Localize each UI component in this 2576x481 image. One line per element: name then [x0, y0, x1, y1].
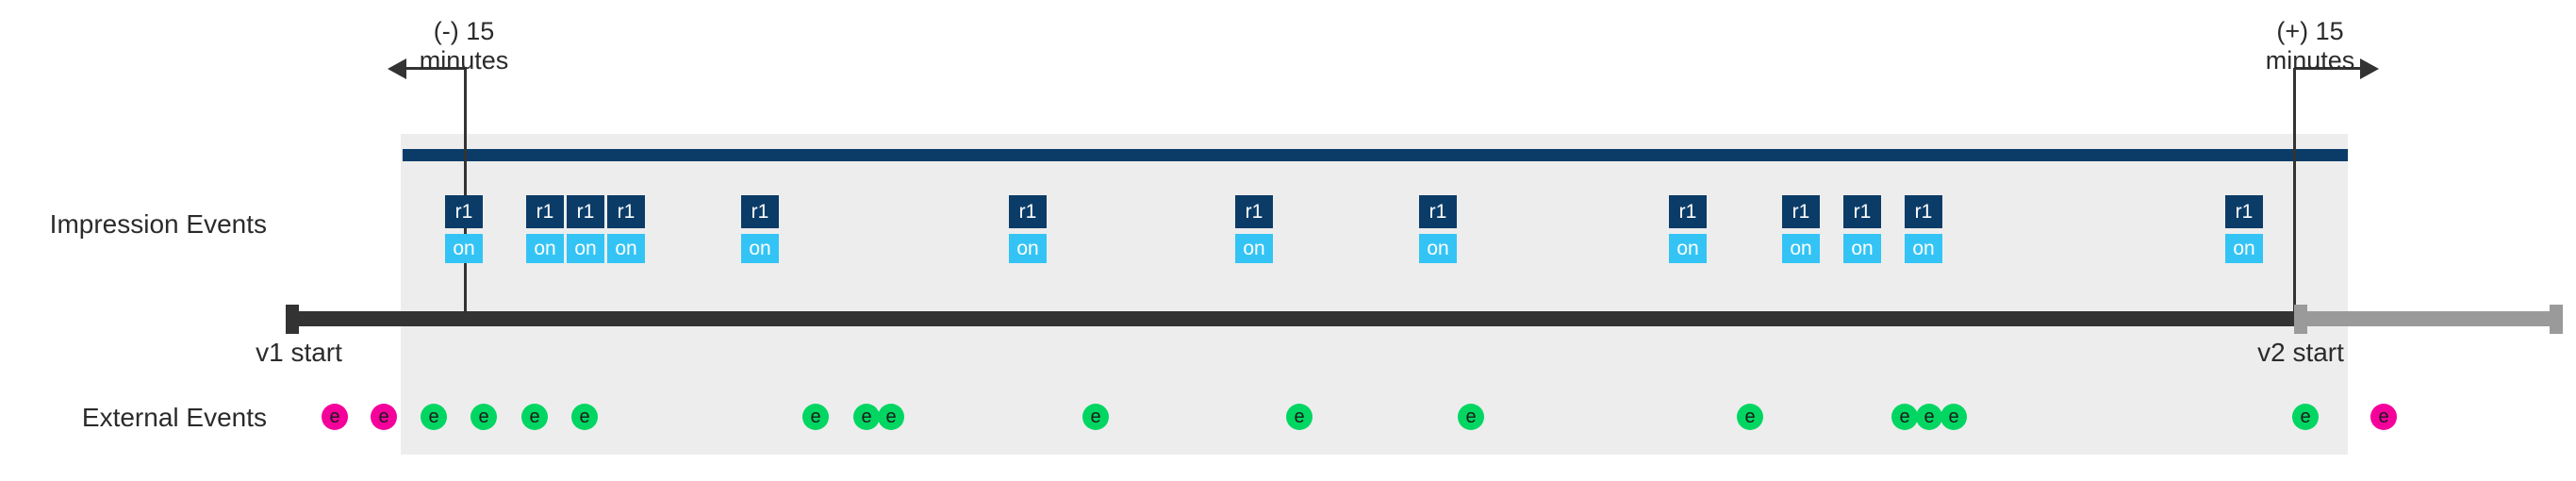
external-event-dot-green[interactable]: e [2292, 404, 2319, 430]
impression-chip-r1[interactable]: r1 [1782, 195, 1820, 228]
impression-chip-r1[interactable]: r1 [526, 195, 564, 228]
external-event-dot-green[interactable]: e [1916, 404, 1942, 430]
impression-chip-r1[interactable]: r1 [1235, 195, 1273, 228]
plus-window-arrow-head-icon [2360, 58, 2379, 79]
impression-chip-on[interactable]: on [741, 234, 779, 263]
external-event-dot-green[interactable]: e [1891, 404, 1918, 430]
plus-window-label: (+) 15 minutes [2265, 17, 2355, 75]
external-event-dot-magenta[interactable]: e [2370, 404, 2397, 430]
external-events-row-label: External Events [81, 403, 267, 432]
impression-chip-r1[interactable]: r1 [1669, 195, 1707, 228]
external-event-dot-magenta[interactable]: e [371, 404, 397, 430]
impression-chip-on[interactable]: on [526, 234, 564, 263]
external-event-dot-green[interactable]: e [1458, 404, 1484, 430]
impression-chip-on[interactable]: on [1905, 234, 1942, 263]
impression-chip-r1[interactable]: r1 [1905, 195, 1942, 228]
minus-window-arrow-head-icon [388, 58, 406, 79]
impression-chip-r1[interactable]: r1 [1843, 195, 1881, 228]
external-event-dot-green[interactable]: e [421, 404, 447, 430]
external-event-dot-magenta[interactable]: e [322, 404, 348, 430]
external-event-dot-green[interactable]: e [1082, 404, 1109, 430]
impression-chip-on[interactable]: on [2225, 234, 2263, 263]
impression-chip-on[interactable]: on [607, 234, 645, 263]
external-event-dot-green[interactable]: e [1940, 404, 1967, 430]
version-rail [403, 149, 2348, 161]
external-event-dot-green[interactable]: e [1737, 404, 1763, 430]
impression-chip-r1[interactable]: r1 [1009, 195, 1047, 228]
minus-window-label: (-) 15 minutes [419, 17, 509, 75]
impression-chip-on[interactable]: on [1419, 234, 1457, 263]
external-event-dot-green[interactable]: e [802, 404, 829, 430]
attribution-window-band [401, 134, 2348, 455]
impression-chip-on[interactable]: on [1669, 234, 1707, 263]
impression-chip-on[interactable]: on [1843, 234, 1881, 263]
impression-chip-r1[interactable]: r1 [741, 195, 779, 228]
minus-window-boundary-line [464, 68, 467, 319]
plus-window-arrow-stem [2294, 67, 2360, 70]
impression-chip-r1[interactable]: r1 [2225, 195, 2263, 228]
external-event-dot-green[interactable]: e [521, 404, 548, 430]
impression-chip-r1[interactable]: r1 [567, 195, 604, 228]
minus-window-arrow-stem [401, 67, 467, 70]
impression-chip-r1[interactable]: r1 [1419, 195, 1457, 228]
external-event-dot-green[interactable]: e [1286, 404, 1313, 430]
impression-chip-on[interactable]: on [567, 234, 604, 263]
external-event-dot-green[interactable]: e [571, 404, 598, 430]
impression-chip-on[interactable]: on [445, 234, 483, 263]
impression-events-row-label: Impression Events [49, 209, 267, 239]
external-event-dot-green[interactable]: e [853, 404, 880, 430]
external-event-dot-green[interactable]: e [878, 404, 904, 430]
external-event-dot-green[interactable]: e [471, 404, 497, 430]
v2-timeline-bar [2294, 311, 2563, 326]
impression-chip-on[interactable]: on [1235, 234, 1273, 263]
v2-end-cap [2550, 305, 2563, 334]
v1-start-label: v1 start [256, 338, 342, 367]
plus-window-boundary-line [2293, 68, 2296, 319]
impression-chip-r1[interactable]: r1 [607, 195, 645, 228]
v2-start-label: v2 start [2257, 338, 2344, 367]
v1-timeline-bar [286, 311, 2296, 326]
impression-chip-on[interactable]: on [1009, 234, 1047, 263]
impression-chip-on[interactable]: on [1782, 234, 1820, 263]
impression-chip-r1[interactable]: r1 [445, 195, 483, 228]
